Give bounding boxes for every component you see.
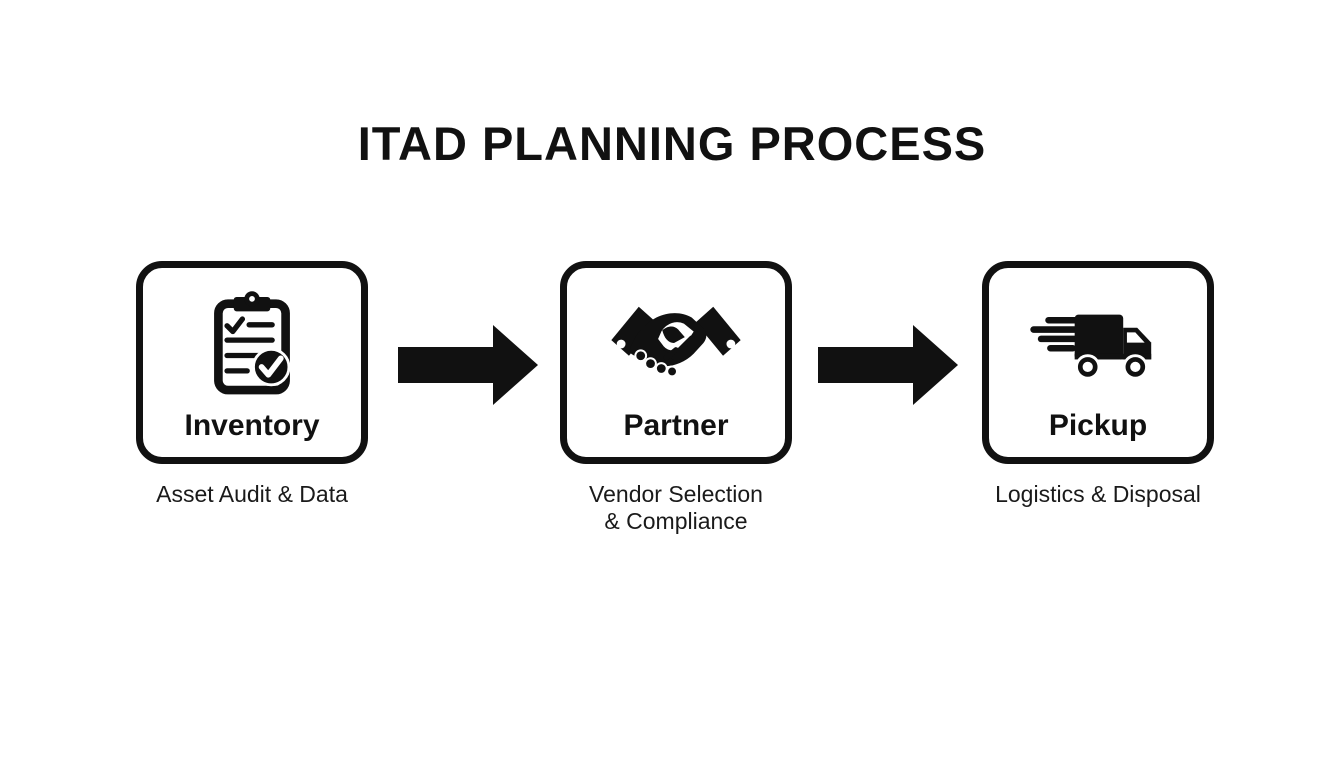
arrow-right-icon	[398, 325, 538, 405]
inventory-box: Inventory	[136, 261, 368, 464]
step-label: Partner	[623, 409, 729, 442]
step-caption: Logistics & Disposal	[995, 481, 1201, 508]
process-step-inventory: Inventory Asset Audit & Data	[102, 261, 402, 508]
caption-line: Asset Audit & Data	[156, 481, 348, 507]
handshake-icon	[605, 288, 747, 400]
caption-line: Vendor Selection	[589, 481, 763, 507]
step-caption: Vendor Selection & Compliance	[589, 481, 763, 535]
process-step-pickup: Pickup Logistics & Disposal	[948, 261, 1248, 508]
process-step-partner: Partner Vendor Selection & Compliance	[526, 261, 826, 535]
step-label: Inventory	[184, 409, 320, 442]
delivery-truck-icon	[1028, 288, 1168, 400]
step-label: Pickup	[1048, 409, 1148, 442]
partner-box: Partner	[560, 261, 792, 464]
page-title: ITAD PLANNING PROCESS	[357, 117, 987, 170]
caption-line: Logistics & Disposal	[995, 481, 1201, 507]
clipboard-checklist-icon	[204, 288, 300, 400]
arrow-right-icon	[818, 325, 958, 405]
step-caption: Asset Audit & Data	[156, 481, 348, 508]
caption-line: & Compliance	[604, 508, 748, 534]
pickup-box: Pickup	[982, 261, 1214, 464]
